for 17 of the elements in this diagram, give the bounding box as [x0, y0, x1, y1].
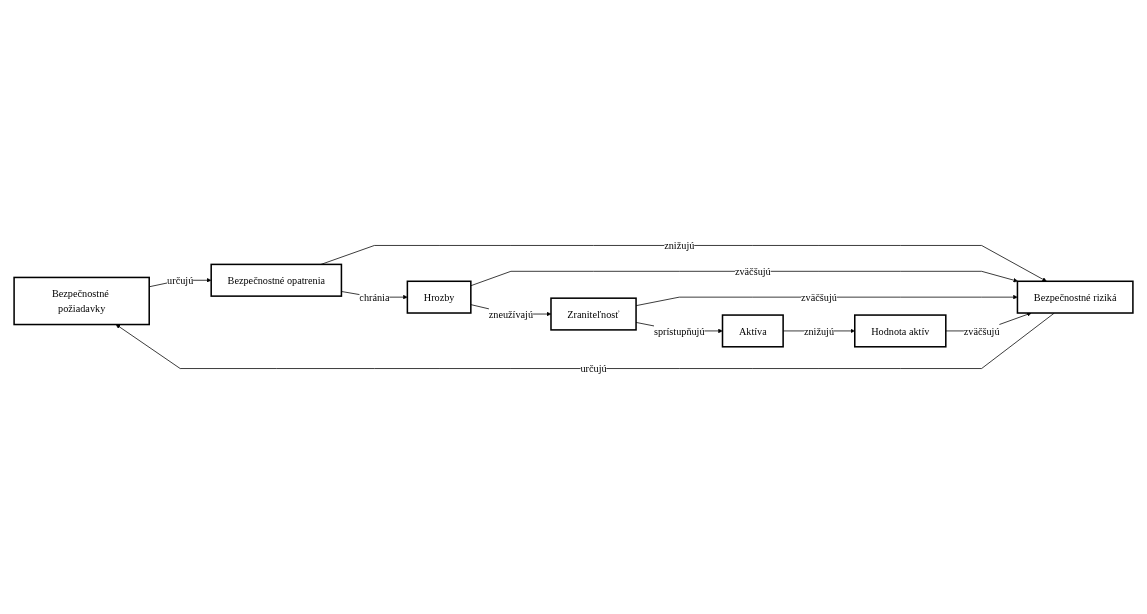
node-box: Hodnota aktív — [854, 314, 947, 348]
node-box: Hrozby — [406, 280, 472, 314]
edge-label: určujú — [580, 362, 607, 375]
edge-label: zväčšujú — [734, 265, 771, 277]
edge-label: zväčšujú — [963, 325, 1000, 337]
edge-label: znižujú — [664, 239, 695, 252]
edge-label: znižujú — [803, 325, 835, 337]
node-box: Bezpečnostné požiadavky — [13, 276, 150, 326]
node-box: Zraniteľnosť — [550, 297, 637, 331]
node-box: Aktíva — [721, 314, 784, 348]
edge-label: určujú — [167, 274, 194, 286]
edge-label: zneužívajú — [488, 308, 534, 320]
node-box: Bezpečnostné opatrenia — [210, 263, 343, 297]
node-box: Bezpečnostné riziká — [1016, 280, 1134, 314]
edge-label: chránia — [359, 291, 390, 303]
edge-label: zväčšujú — [801, 291, 837, 303]
edge-label: sprístupňujú — [653, 325, 705, 337]
